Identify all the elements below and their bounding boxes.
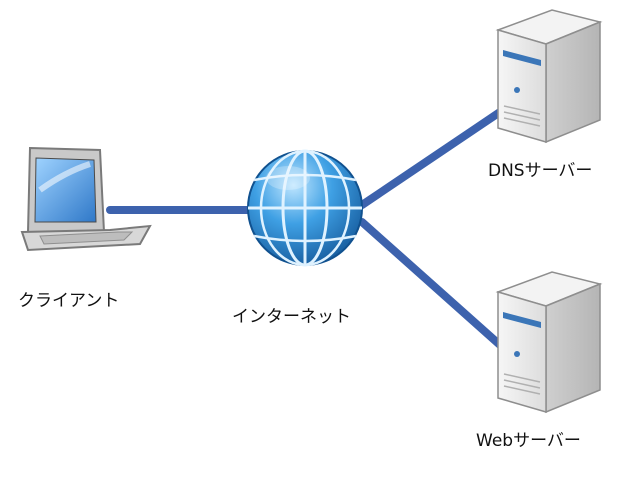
dns-server-icon: [495, 9, 603, 144]
web-server-icon: [495, 271, 603, 414]
dns-server-label: DNSサーバー: [488, 161, 593, 181]
internet-label: インターネット: [232, 307, 351, 327]
web-server-label: Webサーバー: [476, 431, 581, 451]
client-label: クライアント: [18, 291, 120, 311]
link-internet-web: [358, 218, 504, 349]
link-internet-dns: [358, 108, 504, 209]
globe-icon: [247, 149, 363, 267]
laptop-icon: [20, 146, 152, 252]
connection-links: [106, 108, 504, 349]
